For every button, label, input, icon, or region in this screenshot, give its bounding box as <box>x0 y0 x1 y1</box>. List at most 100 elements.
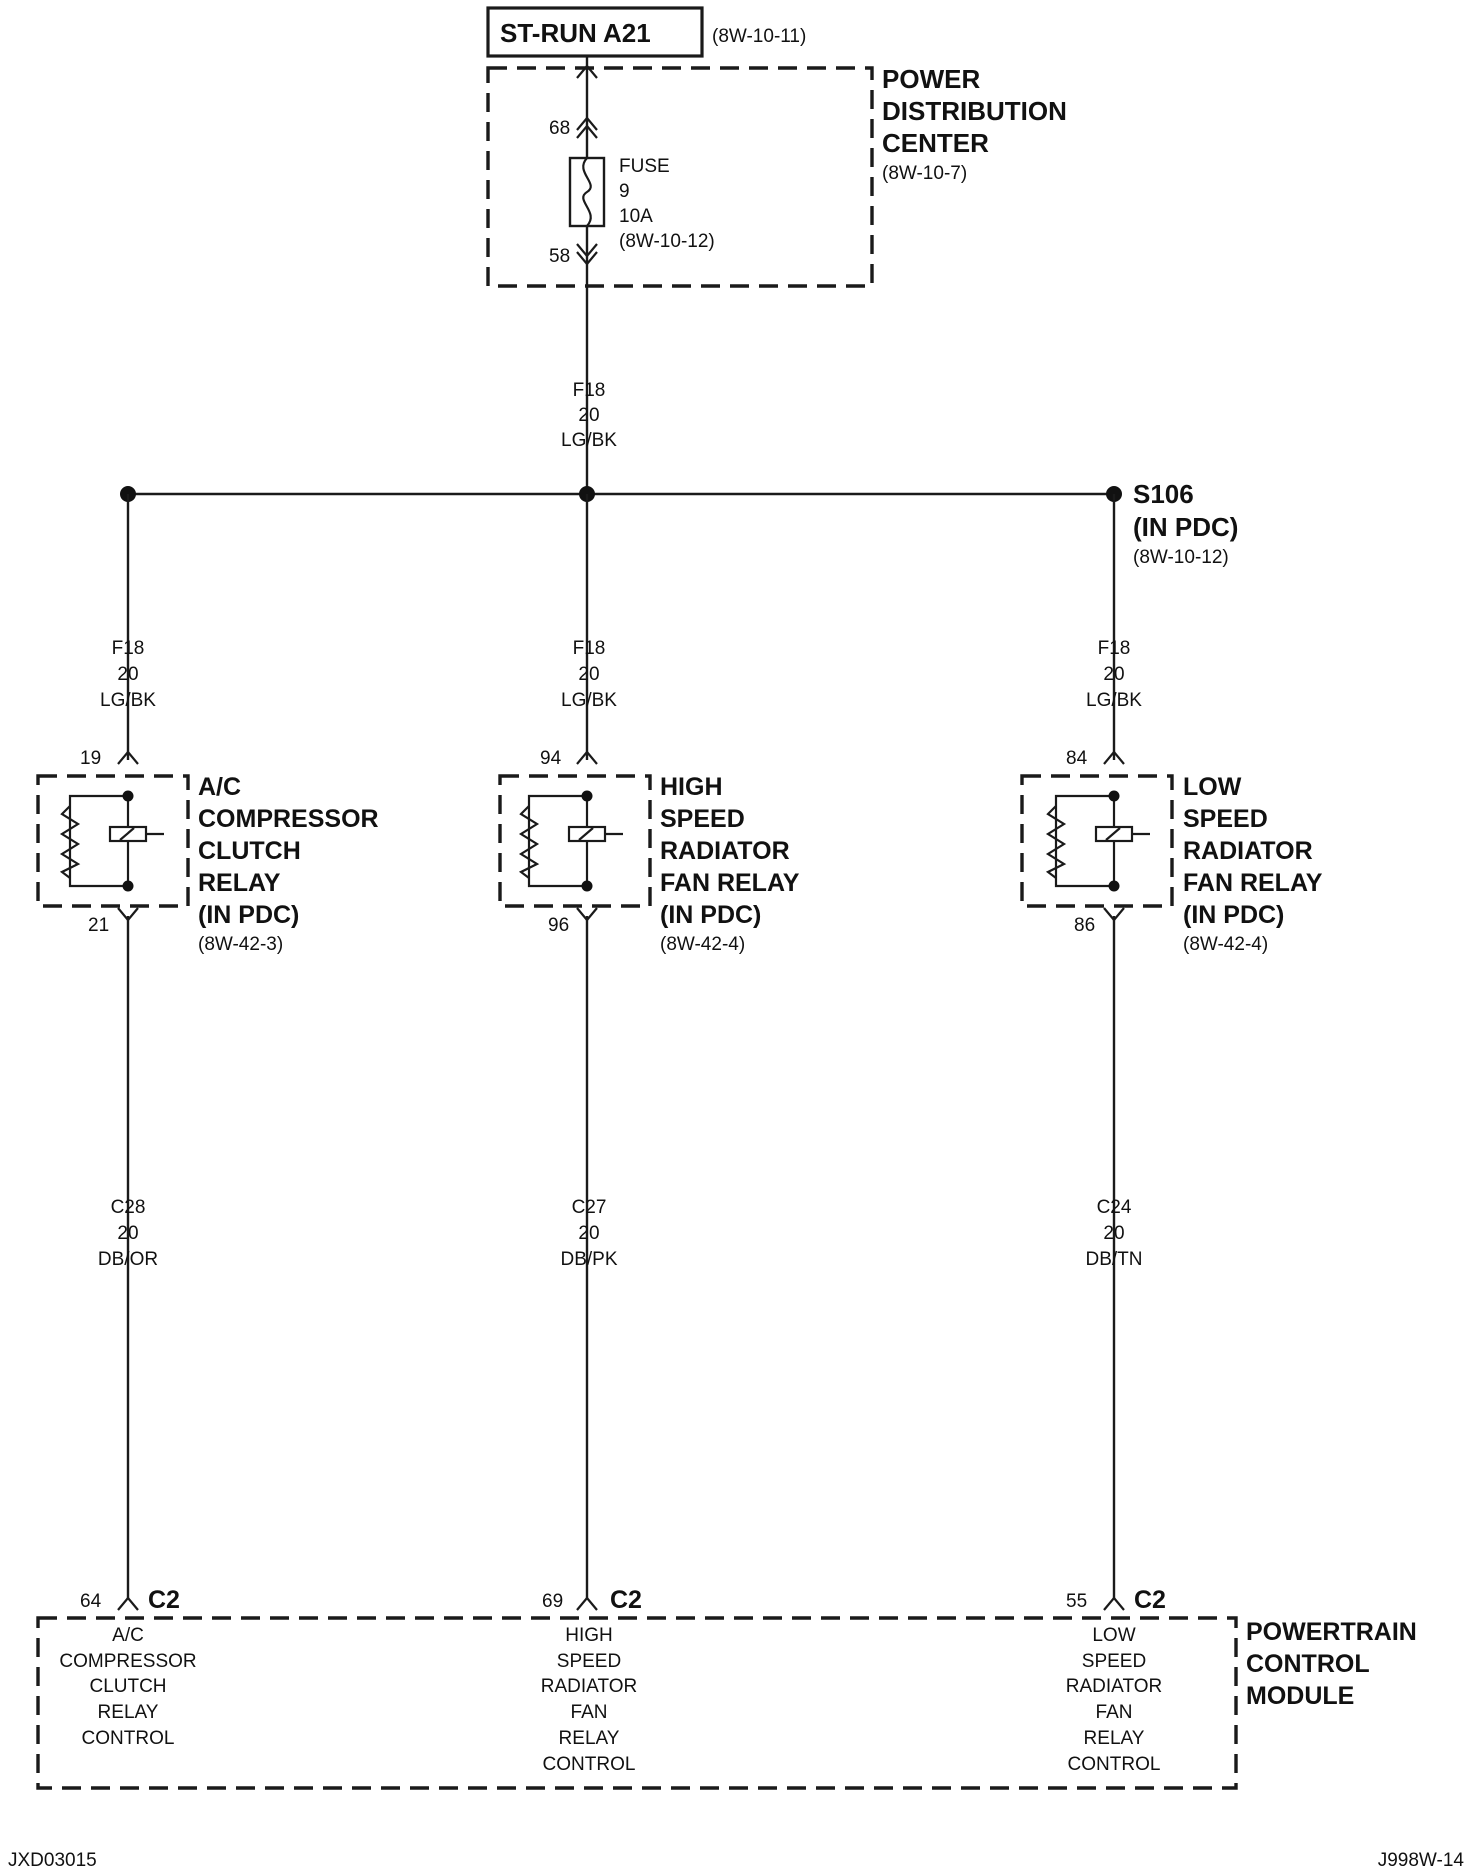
pdc-ref: (8W-10-7) <box>882 163 967 184</box>
pcm-pin-chevron <box>576 1596 598 1611</box>
pcm-func-2: COMPRESSOR <box>59 1651 196 1672</box>
source-box <box>486 6 704 58</box>
source-label: ST-RUN A21 <box>500 18 651 48</box>
relay-pin-out-chevron <box>1103 907 1125 922</box>
relay-label-4: FAN RELAY <box>1183 869 1323 897</box>
relay-coil-slash <box>119 827 135 841</box>
relay-coil-resistor <box>59 805 81 879</box>
relay-coil-resistor <box>518 805 540 879</box>
pcm-func-3: CLUTCH <box>89 1676 166 1697</box>
relay-coil-slash <box>578 827 594 841</box>
pcm-func-5: RELAY <box>1084 1728 1145 1749</box>
lower-wire-name: C27 <box>572 1197 607 1218</box>
relay-coil-frame <box>1054 794 1114 888</box>
relay-label-4: RELAY <box>198 869 281 897</box>
relay-label-5: (IN PDC) <box>198 901 299 929</box>
lower-wire-gauge: 20 <box>117 1223 138 1244</box>
relay-label-3: RADIATOR <box>660 837 790 865</box>
pcm-func-1: HIGH <box>565 1625 613 1646</box>
source-arrow <box>576 64 598 79</box>
pcm-func-4: FAN <box>571 1702 608 1723</box>
pcm-connector: C2 <box>1134 1586 1166 1614</box>
relay-label-1: HIGH <box>660 773 723 801</box>
pcm-box <box>36 1616 1238 1790</box>
relay-label-5: (IN PDC) <box>660 901 761 929</box>
relay-pin-in-chevron <box>1103 750 1125 765</box>
pin-58-chevron-2 <box>576 251 598 266</box>
pcm-func-6: CONTROL <box>543 1754 636 1775</box>
pcm-pin: 69 <box>542 1591 563 1612</box>
pcm-connector: C2 <box>148 1586 180 1614</box>
pcm-func-2: SPEED <box>557 1651 621 1672</box>
upper-wire-gauge: 20 <box>1103 664 1124 685</box>
relay-label-4: FAN RELAY <box>660 869 800 897</box>
lower-wire-color: DB/OR <box>98 1249 158 1270</box>
fuse-line-4: (8W-10-12) <box>619 231 715 252</box>
relay-pin-in: 84 <box>1066 748 1088 769</box>
pin-68-chevron <box>576 116 598 131</box>
relay-box <box>36 774 190 908</box>
pcm-func-1: LOW <box>1092 1625 1135 1646</box>
relay-contact-bottom <box>122 880 134 892</box>
pcm-pin: 55 <box>1066 1591 1087 1612</box>
relay-pin-out-chevron <box>576 907 598 922</box>
pdc-title-2: DISTRIBUTION <box>882 96 1067 126</box>
branch-ac-compressor: F18 20 LG/BK 19 21 A/C COMPRESSOR CLUTCH… <box>36 494 379 1749</box>
pcm-func-3: RADIATOR <box>1066 1676 1162 1697</box>
upper-wire-color: LG/BK <box>100 690 156 711</box>
splice-id: S106 <box>1133 479 1194 509</box>
relay-coil-slash <box>1105 827 1121 841</box>
relay-label-2: SPEED <box>660 805 745 833</box>
branch-high-speed-fan: F18 20 LG/BK 94 96 HIGH SPEED RADIATOR F… <box>498 494 800 1775</box>
lower-wire-color: DB/TN <box>1086 1249 1143 1270</box>
relay-label-3: RADIATOR <box>1183 837 1313 865</box>
fuse-element <box>582 157 592 227</box>
pcm-func-4: RELAY <box>98 1702 159 1723</box>
upper-wire-name: F18 <box>573 638 606 659</box>
relay-contact-top <box>1108 790 1120 802</box>
lower-wire-name: C28 <box>111 1197 146 1218</box>
pdc-box <box>486 66 874 288</box>
pcm-func-4: FAN <box>1096 1702 1133 1723</box>
feed-wire-gauge: 20 <box>578 405 599 426</box>
footer-left: JXD03015 <box>8 1850 97 1871</box>
lower-wire-gauge: 20 <box>1103 1223 1124 1244</box>
fuse-pin-out: 58 <box>549 246 570 267</box>
feed-wire-color: LG/BK <box>561 430 617 451</box>
relay-contact-top <box>122 790 134 802</box>
pdc-title-3: CENTER <box>882 128 989 158</box>
relay-ref: (8W-42-4) <box>660 934 745 955</box>
upper-wire-gauge: 20 <box>117 664 138 685</box>
lower-wire-gauge: 20 <box>578 1223 599 1244</box>
source-ref: (8W-10-11) <box>712 26 806 47</box>
relay-ref: (8W-42-4) <box>1183 934 1268 955</box>
pcm-pin-chevron <box>117 1596 139 1611</box>
relay-ref: (8W-42-3) <box>198 934 283 955</box>
relay-label-3: CLUTCH <box>198 837 301 865</box>
feed-wire-name: F18 <box>573 380 606 401</box>
relay-pin-in: 94 <box>540 748 562 769</box>
upper-wire-color: LG/BK <box>561 690 617 711</box>
relay-pin-out: 96 <box>548 915 569 936</box>
relay-coil-frame <box>527 794 587 888</box>
fuse-line-3: 10A <box>619 206 653 227</box>
pcm-title-2: CONTROL <box>1246 1650 1370 1678</box>
pcm-title-3: MODULE <box>1246 1682 1354 1710</box>
upper-wire-name: F18 <box>112 638 145 659</box>
upper-wire-gauge: 20 <box>578 664 599 685</box>
fuse-pin-in: 68 <box>549 118 570 139</box>
pdc-title-1: POWER <box>882 64 980 94</box>
splice-location: (IN PDC) <box>1133 512 1238 542</box>
upper-wire-name: F18 <box>1098 638 1131 659</box>
pin-68-chevron-2 <box>576 124 598 139</box>
relay-pin-out-chevron <box>117 907 139 922</box>
relay-pin-in-chevron <box>117 750 139 765</box>
pcm-title-1: POWERTRAIN <box>1246 1618 1417 1646</box>
relay-coil-resistor <box>1045 805 1067 879</box>
relay-coil-frame <box>68 794 128 888</box>
relay-pin-out: 86 <box>1074 915 1095 936</box>
pcm-func-1: A/C <box>112 1625 144 1646</box>
pcm-connector: C2 <box>610 1586 642 1614</box>
relay-box <box>1020 774 1174 908</box>
